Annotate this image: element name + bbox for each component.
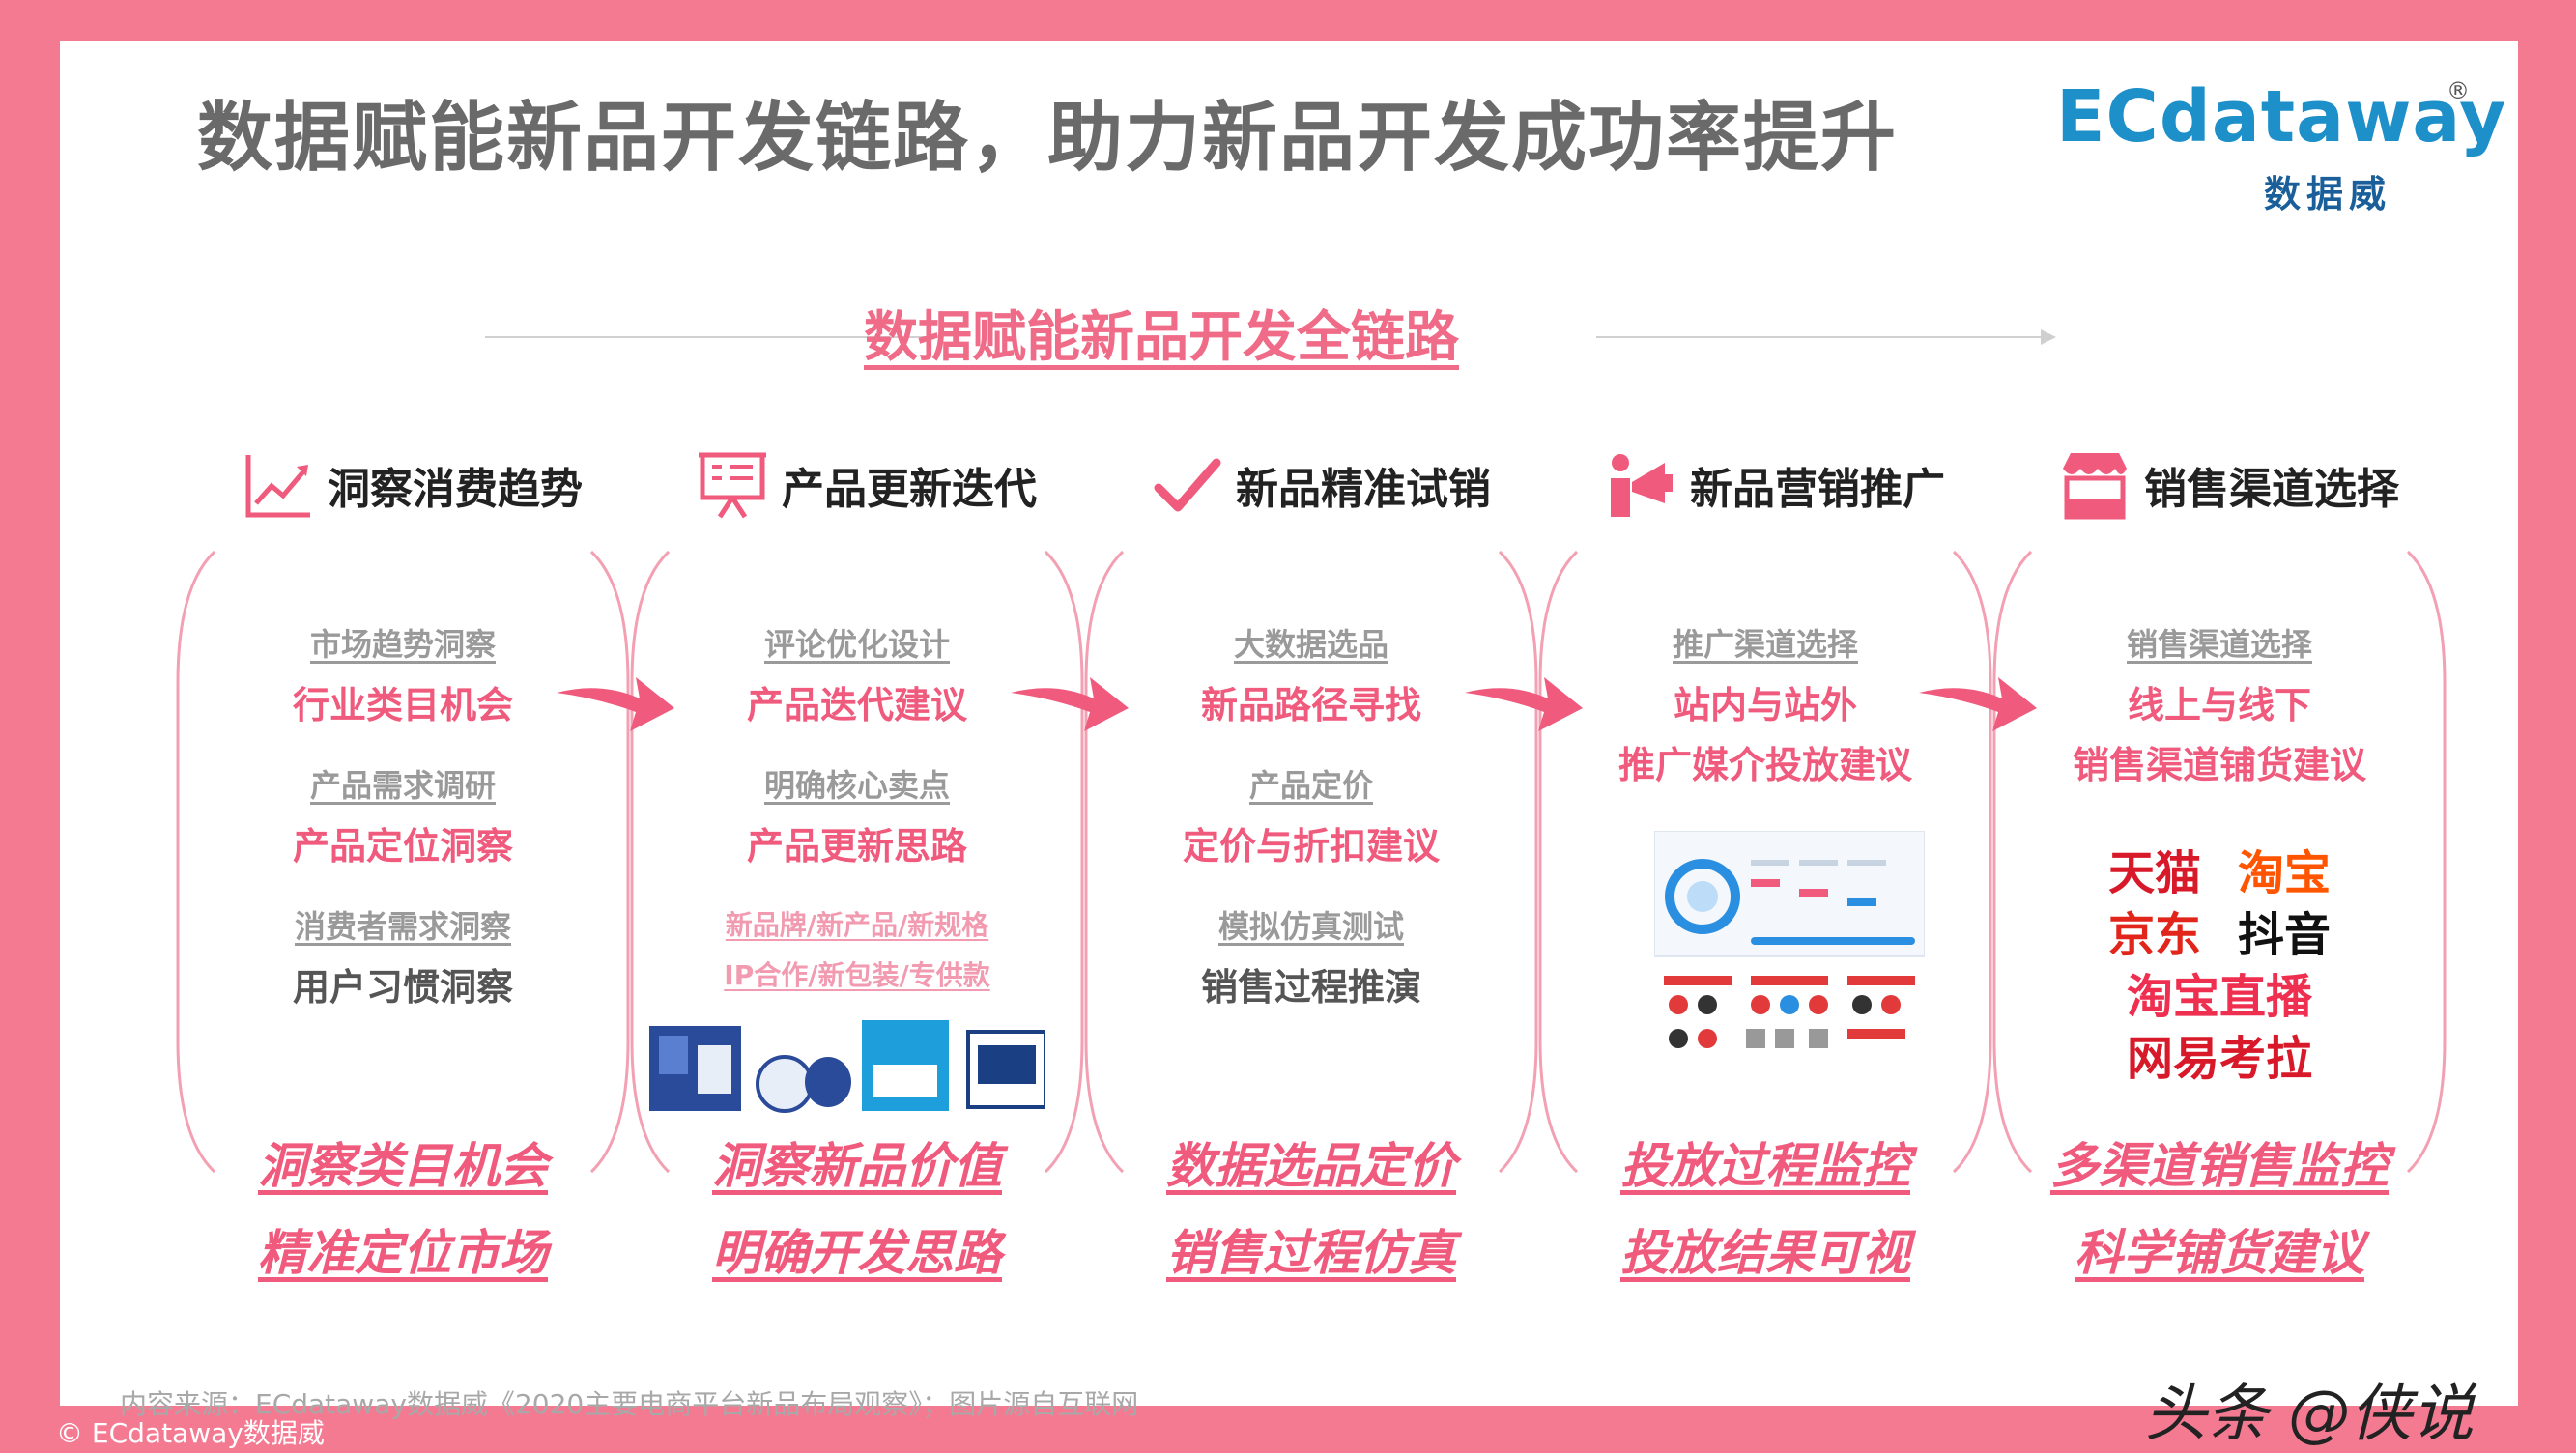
stage-outcome: 投放过程监控 — [1620, 1138, 1910, 1194]
logo-wordmark: ECdataway — [2056, 75, 2507, 158]
platform-row: 淘宝直播 — [1992, 966, 2447, 1028]
item-detail: 产品更新思路 — [746, 825, 967, 868]
presentation-board-icon — [699, 452, 766, 519]
stage-header: 新品营销推广 — [1558, 446, 1992, 524]
item-subtitle: 产品需求调研 — [309, 767, 496, 804]
stage-title: 洞察消费趋势 — [328, 465, 583, 514]
platform-row: 网易考拉 — [1992, 1028, 2447, 1090]
megaphone-person-icon — [1611, 454, 1673, 517]
flow-arrow-icon — [1011, 677, 1129, 731]
copyright-text: © ECdataway数据威 — [56, 1417, 325, 1449]
stage-outcome: 精准定位市场 — [258, 1225, 548, 1281]
item-subtitle: 大数据选品 — [1233, 626, 1388, 663]
platform-name: 抖音 — [2238, 908, 2332, 962]
stage-column-iteration: 产品更新迭代 评论优化设计产品迭代建议明确核心卖点产品更新思路新品牌/新产品/新… — [630, 427, 1084, 1296]
stage-items: 大数据选品新品路径寻找产品定价定价与折扣建议模拟仿真测试销售过程推演 — [1084, 618, 1538, 1041]
item-subtitle: 评论优化设计 — [763, 626, 950, 663]
stage-outcomes: 洞察新品价值明确开发思路 — [630, 1123, 1084, 1296]
stage-header: 新品精准试销 — [1103, 446, 1538, 524]
flow-arrow-icon — [1919, 677, 2037, 731]
product-photos-image — [649, 1020, 1045, 1113]
item-detail: 线上与线下 — [2127, 684, 2311, 726]
stage-outcomes: 洞察类目机会精准定位市场 — [176, 1123, 630, 1296]
item-subtitle: 销售渠道选择 — [2126, 626, 2312, 663]
source-note: 内容来源：ECdataway数据威《2020主要电商平台新品布局观察》；图片源自… — [120, 1388, 1139, 1420]
flow-arrow-icon — [1465, 677, 1583, 731]
stage-items: 市场趋势洞察行业类目机会产品需求调研产品定位洞察消费者需求洞察用户习惯洞察 — [176, 618, 630, 1041]
item-subtitle: 模拟仿真测试 — [1217, 908, 1404, 945]
item-detail: 新品路径寻找 — [1200, 684, 1421, 726]
item-subtitle: 产品定价 — [1248, 767, 1373, 804]
item-subtitle: 消费者需求洞察 — [294, 908, 511, 945]
stage-column-test-sale: 新品精准试销 大数据选品新品路径寻找产品定价定价与折扣建议模拟仿真测试销售过程推… — [1084, 427, 1538, 1296]
item-subtitle: 市场趋势洞察 — [309, 626, 496, 663]
platform-name: 淘宝 — [2238, 846, 2332, 900]
storefront-icon — [2063, 453, 2127, 520]
platform-name: 淘宝直播 — [2126, 970, 2312, 1024]
stage-outcome: 洞察类目机会 — [258, 1138, 548, 1194]
flow-arrow-icon — [557, 677, 674, 731]
chain-title: 数据赋能新品开发全链路 — [864, 306, 1459, 369]
item-detail: 站内与站外 — [1673, 684, 1857, 726]
chain-arrow-head-icon — [2041, 329, 2056, 345]
item-detail: 用户习惯洞察 — [292, 966, 513, 1009]
stage-outcomes: 投放过程监控投放结果可视 — [1538, 1123, 1992, 1296]
stage-header: 销售渠道选择 — [2012, 446, 2447, 524]
stage-column-marketing: 新品营销推广 推广渠道选择站内与站外推广媒介投放建议 — [1538, 427, 1992, 1296]
bracket-frame — [1084, 550, 1538, 1174]
stage-title: 新品营销推广 — [1690, 465, 1945, 514]
stage-title: 产品更新迭代 — [782, 465, 1037, 514]
platform-name: 网易考拉 — [2126, 1032, 2312, 1086]
item-detail: 推广媒介投放建议 — [1617, 744, 1912, 786]
stage-outcome: 投放结果可视 — [1620, 1225, 1910, 1281]
stage-outcome: 明确开发思路 — [712, 1225, 1002, 1281]
stage-outcome: 多渠道销售监控 — [2050, 1138, 2389, 1194]
bracket-frame — [630, 550, 1084, 1174]
item-detail: 销售渠道铺货建议 — [2072, 744, 2366, 786]
stage-outcomes: 数据选品定价销售过程仿真 — [1084, 1123, 1538, 1296]
platform-name: 天猫 — [2107, 846, 2201, 900]
item-subtitle: 推广渠道选择 — [1672, 626, 1858, 663]
trend-chart-icon — [245, 455, 310, 518]
bracket-frame — [1538, 550, 1992, 1174]
item-detail: 产品迭代建议 — [746, 684, 967, 726]
stage-header: 洞察消费趋势 — [195, 446, 630, 524]
stage-title: 新品精准试销 — [1236, 465, 1491, 514]
stage-title: 销售渠道选择 — [2144, 465, 2399, 514]
marketing-dashboard-image — [1654, 831, 1925, 1072]
brand-logo: ECdataway ® 数据威 — [2056, 75, 2505, 220]
page-title: 数据赋能新品开发链路，助力新品开发成功率提升 — [197, 95, 1899, 182]
bracket-frame — [176, 550, 630, 1174]
slide-canvas: 数据赋能新品开发链路，助力新品开发成功率提升 ECdataway ® 数据威 数… — [60, 41, 2518, 1450]
stage-column-channel: 销售渠道选择 销售渠道选择线上与线下销售渠道铺货建议 天猫淘宝京东抖音淘宝直播网… — [1992, 427, 2447, 1296]
item-detail: 销售过程推演 — [1200, 966, 1421, 1009]
stage-outcome: 科学铺货建议 — [2075, 1225, 2364, 1281]
item-detail: 定价与折扣建议 — [1182, 825, 1440, 868]
logo-subtitle: 数据威 — [2264, 173, 2392, 215]
item-subtitle: IP合作/新包装/专供款 — [724, 959, 990, 991]
item-detail: 产品定位洞察 — [292, 825, 513, 868]
stage-items: 评论优化设计产品迭代建议明确核心卖点产品更新思路新品牌/新产品/新规格 IP合作/… — [630, 618, 1084, 1001]
watermark-text: 头条 @侠说 — [2144, 1379, 2474, 1450]
platform-row: 天猫淘宝 — [1992, 842, 2447, 904]
stage-outcome: 数据选品定价 — [1166, 1138, 1456, 1194]
item-detail: 行业类目机会 — [292, 684, 513, 726]
platform-row: 京东抖音 — [1992, 904, 2447, 966]
bracket-frame — [1992, 550, 2447, 1174]
item-subtitle: 明确核心卖点 — [763, 767, 950, 804]
stage-items: 销售渠道选择线上与线下销售渠道铺货建议 — [1992, 618, 2447, 819]
stage-header: 产品更新迭代 — [649, 446, 1084, 524]
checkmark-icon — [1154, 458, 1221, 512]
stage-column-insight: 洞察消费趋势 市场趋势洞察行业类目机会产品需求调研产品定位洞察消费者需求洞察用户… — [176, 427, 630, 1296]
stage-outcome: 洞察新品价值 — [712, 1138, 1002, 1194]
chain-line-left — [485, 336, 930, 338]
platform-name: 京东 — [2107, 908, 2201, 962]
stage-items: 推广渠道选择站内与站外推广媒介投放建议 — [1538, 618, 1992, 819]
platform-list: 天猫淘宝京东抖音淘宝直播网易考拉 — [1992, 842, 2447, 1090]
chain-line-right — [1596, 336, 2043, 338]
stage-outcome: 销售过程仿真 — [1166, 1225, 1456, 1281]
registered-mark: ® — [2447, 77, 2470, 104]
item-subtitle: 新品牌/新产品/新规格 — [725, 909, 989, 941]
stage-outcomes: 多渠道销售监控科学铺货建议 — [1992, 1123, 2447, 1296]
